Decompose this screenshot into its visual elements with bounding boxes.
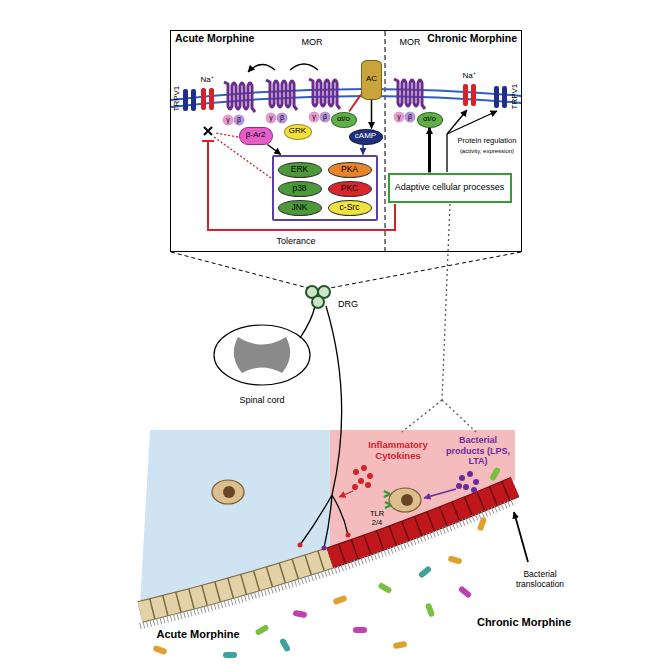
text-label: Tolerance	[276, 236, 315, 246]
kinase-oval: PKA	[328, 162, 372, 178]
node-label: p38	[292, 184, 306, 193]
epithelium-cells	[140, 558, 330, 612]
membrane	[171, 89, 521, 107]
text-label: Inflammatory Cytokines	[356, 440, 440, 462]
node-label: AC	[366, 75, 377, 84]
text-label: γ	[312, 113, 316, 121]
text-label: DRG	[338, 299, 358, 309]
text-label: Protein regulation	[458, 137, 517, 146]
node-label: αi/o	[337, 115, 350, 124]
node-label: β-Ar2	[246, 131, 266, 140]
node-label: PKA	[341, 165, 358, 174]
text-label: Acute Morphine	[156, 628, 239, 641]
regulation-arrows	[447, 111, 497, 134]
tolerance-line	[202, 141, 395, 230]
text-label: Spinal cord	[239, 395, 284, 405]
text-label: γ	[397, 113, 401, 121]
kinase-oval: ERK	[278, 162, 322, 178]
product-arrow	[424, 489, 456, 498]
text-label: (activity, expression)	[460, 148, 514, 155]
text-label: β	[280, 114, 284, 122]
arrestin-shape: β-Ar2	[239, 127, 273, 145]
arrow-connector	[362, 145, 364, 155]
text-label: Na⁺	[462, 71, 475, 80]
arrow-connector	[428, 128, 431, 173]
panel-heading: Acute Morphine	[175, 33, 254, 45]
node-label: ERK	[291, 165, 308, 174]
dotted-link	[402, 204, 476, 432]
text-label: TRPV1	[510, 84, 519, 110]
node-label: JNK	[291, 203, 307, 212]
block-mark	[204, 127, 212, 135]
text-label: γ	[226, 116, 230, 124]
kinase-oval: PKC	[328, 181, 372, 197]
text-label: Bacterial products (LPS, LTA)	[446, 435, 510, 466]
node-label: GRK	[289, 127, 306, 136]
text-label: Bacterial translocation	[504, 570, 576, 590]
g-beta-gamma	[223, 112, 416, 126]
node-label: cAMP	[355, 132, 376, 141]
translocation-arrow	[514, 512, 528, 562]
g-alpha-ellipse: αi/o	[331, 112, 357, 128]
text-label: MOR	[400, 37, 421, 47]
g-alpha-ellipse: αi/o	[417, 112, 443, 128]
panel-divider	[385, 31, 386, 251]
text-label: TLR 2/4	[365, 510, 389, 527]
text-label: β	[237, 116, 241, 124]
bacterial-products	[456, 471, 479, 493]
spinal-cord	[214, 325, 310, 385]
zoom-lines	[171, 252, 521, 288]
drg-neurons	[306, 286, 330, 308]
node-label: αi/o	[423, 115, 436, 124]
arrow-connector	[349, 95, 361, 112]
text-label: β	[408, 113, 412, 121]
process-box: Adaptive cellular processes	[388, 173, 512, 203]
grk-ellipse: GRK	[284, 124, 312, 140]
epithelium-outline	[140, 558, 330, 612]
kinase-oval: c-Src	[328, 200, 372, 216]
text-label: Chronic Morphine	[477, 616, 571, 629]
text-label: Na⁺	[200, 75, 213, 84]
node-label: c-Src	[340, 203, 360, 212]
arrow-connector	[371, 100, 373, 129]
mu-opioid-receptor	[224, 79, 425, 112]
arrow-connector	[267, 145, 280, 155]
damaged-epithelium-cells	[330, 487, 515, 558]
cytokines	[352, 465, 373, 490]
dorsal-root	[300, 306, 315, 338]
cytokine-arrow	[339, 491, 353, 497]
adenylyl-cyclase: AC	[361, 60, 382, 100]
kinase-oval: JNK	[278, 200, 322, 216]
trafficking-arrow	[248, 64, 318, 72]
microvilli	[140, 501, 515, 626]
kinase-box: ERK PKA p38 PKC JNK c-Src	[272, 155, 378, 221]
text-label: TRPV1	[172, 86, 181, 112]
panel-heading: Chronic Morphine	[427, 33, 517, 45]
damaged-epithelium-outline	[330, 487, 515, 558]
macrophage	[212, 480, 421, 512]
regulation-arrows	[447, 110, 467, 134]
node-label: PKC	[341, 184, 358, 193]
grey-matter	[234, 337, 290, 373]
bacteria	[152, 466, 501, 658]
kinase-oval: p38	[278, 181, 322, 197]
sensory-nerve	[300, 306, 348, 548]
node-label: Adaptive cellular processes	[394, 183, 506, 193]
camp-ellipse: cAMP	[349, 129, 383, 145]
text-label: β	[323, 113, 327, 121]
regulation-arrows	[446, 134, 447, 172]
text-label: MOR	[302, 37, 323, 47]
text-label: γ	[269, 114, 273, 122]
